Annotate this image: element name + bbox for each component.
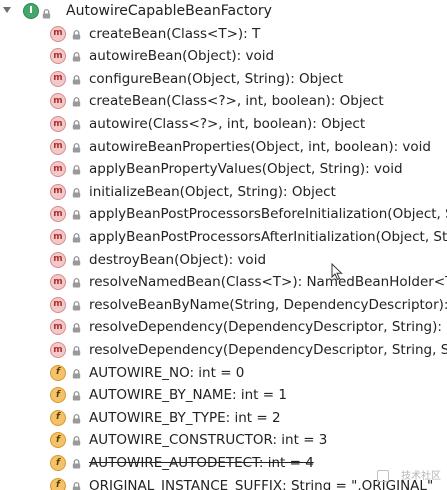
- lock-icon: [72, 346, 81, 356]
- method-icon: m: [50, 206, 66, 223]
- method-label: autowireBeanProperties(Object, int, bool…: [89, 138, 432, 155]
- field-icon: f: [50, 409, 66, 426]
- field-label: AUTOWIRE_CONSTRUCTOR: int = 3: [89, 432, 328, 449]
- field-node[interactable]: f AUTOWIRE_CONSTRUCTOR: int = 3: [0, 429, 447, 451]
- field-node[interactable]: f AUTOWIRE_BY_NAME: int = 1: [0, 384, 447, 406]
- method-label: resolveDependency(DependencyDescriptor, …: [89, 319, 447, 336]
- method-node[interactable]: m autowireBean(Object): void: [0, 45, 447, 67]
- method-icon: m: [50, 116, 66, 132]
- lock-icon: [72, 210, 81, 220]
- field-icon: f: [50, 364, 66, 381]
- chevron-down-icon[interactable]: [3, 7, 11, 13]
- field-label: ORIGINAL_INSTANCE_SUFFIX: String = ".ORI…: [89, 477, 434, 490]
- method-icon: m: [50, 48, 66, 65]
- watermark-text: 技术社区: [401, 471, 441, 482]
- method-label: autowireBean(Object): void: [89, 48, 275, 65]
- method-node[interactable]: m autowire(Class<?>, int, boolean): Objec…: [0, 113, 447, 135]
- method-node[interactable]: m resolveNamedBean(Class<T>): NamedBeanHo…: [0, 271, 447, 293]
- method-label: resolveBeanByName(String, DependencyDesc…: [89, 296, 447, 313]
- method-label: applyBeanPostProcessorsBeforeInitializat…: [89, 206, 447, 223]
- method-icon: m: [50, 70, 66, 87]
- field-label: AUTOWIRE_NO: int = 0: [89, 364, 245, 381]
- lock-icon: [72, 391, 81, 401]
- method-icon: m: [50, 296, 66, 313]
- lock-icon: [72, 233, 81, 243]
- lock-icon: [72, 436, 81, 446]
- method-node[interactable]: m createBean(Class<?>, int, boolean): Obj…: [0, 90, 447, 112]
- method-icon: m: [50, 229, 66, 245]
- method-icon: m: [50, 342, 66, 358]
- field-icon: f: [50, 387, 66, 404]
- method-icon: m: [50, 161, 66, 178]
- lock-icon: [72, 120, 81, 130]
- method-node[interactable]: m applyBeanPostProcessorsAfterInitializat…: [0, 226, 447, 248]
- lock-icon: [72, 300, 81, 311]
- method-label: applyBeanPropertyValues(Object, String):…: [89, 161, 403, 178]
- lock-icon: [72, 459, 81, 469]
- method-icon: m: [50, 251, 66, 268]
- field-node[interactable]: f ORIGINAL_INSTANCE_SUFFIX: String = ".OR…: [0, 475, 447, 490]
- field-node[interactable]: f AUTOWIRE_AUTODETECT: int = 4: [0, 452, 447, 474]
- method-node[interactable]: m initializeBean(Object, String): Object: [0, 181, 447, 203]
- method-node[interactable]: m applyBeanPostProcessorsBeforeInitializa…: [0, 203, 447, 225]
- lock-icon: [72, 187, 81, 198]
- field-icon: f: [50, 477, 66, 490]
- method-label: resolveNamedBean(Class<T>): NamedBeanHol…: [89, 274, 447, 291]
- method-icon: m: [50, 25, 66, 42]
- lock-icon: [72, 413, 81, 424]
- method-label: createBean(Class<T>): T: [89, 25, 261, 42]
- method-icon: m: [50, 138, 66, 155]
- method-node[interactable]: m configureBean(Object, String): Object: [0, 68, 447, 90]
- method-icon: m: [50, 274, 66, 291]
- method-label: resolveDependency(DependencyDescriptor, …: [89, 342, 447, 358]
- method-icon: m: [50, 183, 66, 200]
- method-node[interactable]: m resolveBeanByName(String, DependencyDes…: [0, 294, 447, 316]
- field-icon: f: [50, 432, 66, 449]
- lock-icon: [72, 481, 81, 490]
- method-label: initializeBean(Object, String): Object: [89, 183, 336, 200]
- method-icon: m: [50, 319, 66, 336]
- lock-icon: [72, 278, 81, 288]
- field-node[interactable]: f AUTOWIRE_BY_TYPE: int = 2: [0, 407, 447, 429]
- lock-icon: [72, 29, 81, 40]
- field-label: AUTOWIRE_BY_NAME: int = 1: [89, 387, 287, 404]
- method-node[interactable]: m destroyBean(Object): void: [0, 249, 447, 271]
- method-label: createBean(Class<?>, int, boolean): Obje…: [89, 93, 384, 110]
- lock-icon: [72, 165, 81, 175]
- lock-icon: [42, 9, 51, 19]
- field-label: AUTOWIRE_AUTODETECT: int = 4: [89, 455, 314, 471]
- method-label: autowire(Class<?>, int, boolean): Object: [89, 116, 366, 132]
- method-node[interactable]: m autowireBeanProperties(Object, int, boo…: [0, 136, 447, 158]
- method-label: applyBeanPostProcessorsAfterInitializati…: [89, 229, 447, 245]
- watermark-logo-icon: [377, 470, 389, 482]
- method-node[interactable]: m createBean(Class<T>): T: [0, 23, 447, 45]
- method-node[interactable]: m applyBeanPropertyValues(Object, String)…: [0, 158, 447, 180]
- method-label: configureBean(Object, String): Object: [89, 70, 344, 87]
- lock-icon: [72, 323, 81, 333]
- lock-icon: [72, 74, 81, 85]
- field-node[interactable]: f AUTOWIRE_NO: int = 0: [0, 362, 447, 384]
- lock-icon: [72, 255, 81, 266]
- tree-root-node[interactable]: I AutowireCapableBeanFactory: [0, 0, 447, 22]
- field-label: AUTOWIRE_BY_TYPE: int = 2: [89, 409, 281, 426]
- lock-icon: [72, 368, 81, 379]
- interface-icon: I: [23, 3, 39, 19]
- lock-icon: [72, 52, 81, 62]
- method-node[interactable]: m resolveDependency(DependencyDescriptor,…: [0, 316, 447, 338]
- root-label: AutowireCapableBeanFactory: [66, 3, 272, 19]
- mouse-cursor-icon: [331, 263, 343, 281]
- field-icon: f: [50, 455, 66, 471]
- lock-icon: [72, 97, 81, 107]
- lock-icon: [72, 142, 81, 153]
- method-label: destroyBean(Object): void: [89, 251, 267, 268]
- method-node[interactable]: m resolveDependency(DependencyDescriptor,…: [0, 339, 447, 361]
- method-icon: m: [50, 93, 66, 110]
